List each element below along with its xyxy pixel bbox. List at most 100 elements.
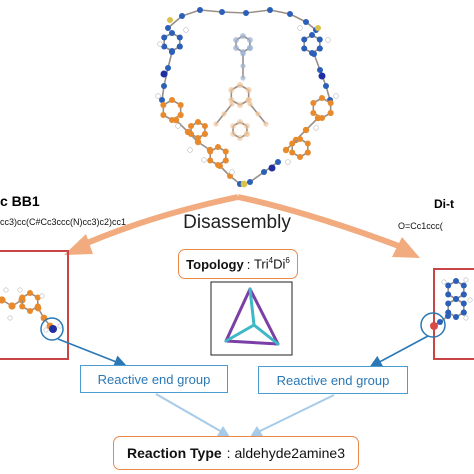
topology-box: Topology: Tri4Di6 — [178, 249, 298, 279]
atom — [287, 11, 293, 17]
reactive-end-group-left: Reactive end group — [80, 365, 228, 393]
atom — [222, 157, 229, 164]
atom — [310, 100, 317, 106]
atom — [201, 123, 208, 129]
left-building-block-frame — [0, 250, 69, 360]
atom — [169, 97, 175, 103]
atom — [172, 116, 180, 124]
atom — [302, 126, 310, 134]
atom — [267, 7, 273, 13]
atom — [155, 93, 161, 99]
atom — [453, 314, 459, 320]
atom — [39, 293, 45, 299]
atom — [311, 51, 317, 57]
atom — [304, 140, 311, 147]
atom — [263, 121, 269, 127]
reaction-type-label: Reaction Type — [127, 445, 222, 461]
atom — [161, 83, 167, 89]
atom — [213, 121, 219, 127]
reaction-colon: : — [226, 445, 235, 461]
atom — [297, 25, 303, 31]
atom — [463, 277, 469, 283]
smiles-left: cc3)cc(C#Cc3ccc(N)cc3)c2)cc1 — [0, 217, 127, 227]
atom — [157, 41, 163, 47]
atom — [179, 13, 185, 19]
left-disassembly-arrow — [78, 194, 239, 249]
atom — [240, 75, 246, 81]
right-end-group-arrow — [369, 335, 429, 368]
topology-value: Tri4Di6 — [254, 256, 290, 271]
atom — [289, 140, 296, 147]
atom — [297, 154, 303, 160]
atom — [304, 149, 311, 156]
topology-di: Di — [273, 256, 286, 272]
atom — [460, 291, 467, 298]
atom — [195, 135, 201, 141]
atom — [34, 294, 41, 301]
atom — [463, 315, 469, 321]
atom — [315, 25, 321, 31]
atom — [188, 131, 195, 137]
left-building-block-molecule — [0, 287, 63, 333]
atom — [327, 110, 334, 116]
atom — [268, 164, 276, 172]
atom — [43, 327, 49, 333]
atom — [165, 25, 171, 31]
atom — [297, 136, 303, 142]
atom — [201, 157, 207, 163]
topology-sup-2: 6 — [285, 256, 290, 266]
right-reaction-arrow — [257, 394, 335, 433]
atom — [34, 304, 42, 312]
atom — [240, 63, 246, 69]
left-end-group-highlight — [40, 317, 64, 341]
atom — [169, 30, 175, 36]
atom — [301, 36, 308, 43]
atom — [453, 296, 459, 302]
atom — [333, 93, 339, 99]
atom — [159, 97, 165, 103]
atom — [176, 43, 183, 50]
reaction-type-value: aldehyde2amine3 — [234, 445, 345, 461]
atom — [229, 169, 235, 175]
atom — [445, 313, 451, 319]
atom — [215, 144, 221, 150]
atom — [453, 278, 459, 284]
atom — [261, 169, 267, 175]
atom — [246, 37, 253, 43]
bond — [269, 9, 291, 15]
atom — [240, 180, 248, 188]
atom — [165, 65, 171, 71]
atom — [27, 290, 33, 296]
atom — [228, 87, 235, 93]
right-end-group-highlight — [420, 312, 446, 338]
atom — [303, 19, 309, 25]
atom — [160, 112, 167, 118]
left-reaction-arrowhead — [217, 426, 230, 437]
right-building-block-frame — [433, 268, 474, 360]
bond — [167, 15, 183, 29]
atom — [255, 111, 261, 117]
atom — [243, 10, 249, 16]
atom — [445, 291, 452, 298]
atom — [318, 72, 326, 80]
atom — [183, 27, 189, 33]
atom — [237, 119, 243, 125]
atom — [460, 309, 467, 316]
atom — [310, 110, 317, 116]
atom — [327, 100, 334, 106]
atom — [230, 123, 237, 129]
atom — [445, 282, 452, 289]
atom — [460, 300, 467, 307]
atom — [437, 319, 443, 325]
atom — [27, 308, 33, 314]
atom — [17, 287, 23, 293]
atom — [207, 157, 214, 164]
atom — [207, 148, 214, 155]
atom — [309, 32, 315, 38]
atom — [237, 82, 243, 88]
bond — [163, 67, 169, 87]
atom — [160, 70, 168, 78]
atom — [313, 125, 319, 131]
atom — [197, 7, 203, 13]
left-arrowhead — [64, 234, 93, 255]
